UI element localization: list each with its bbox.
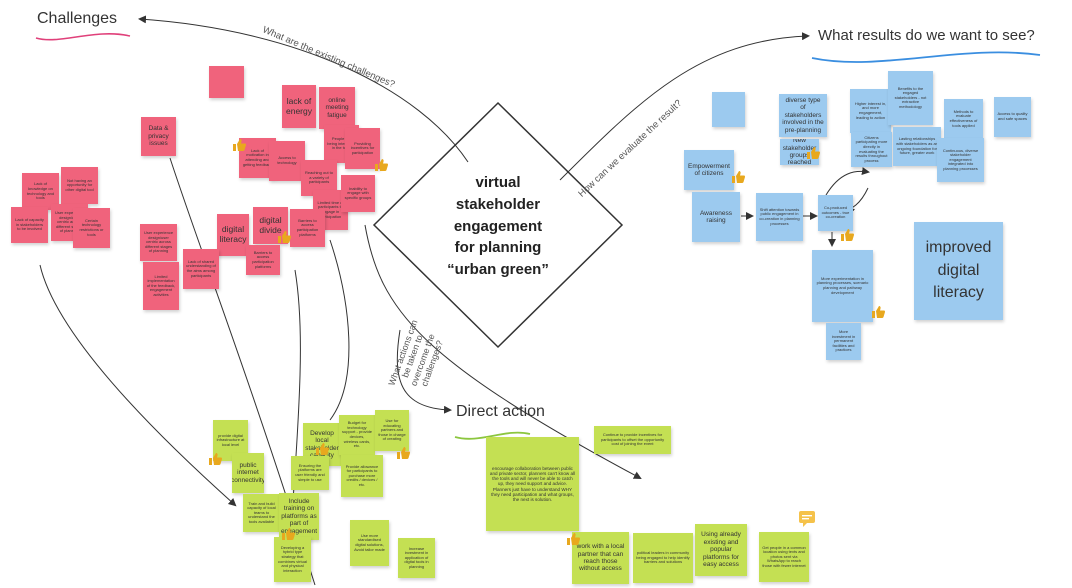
note-allowance[interactable]: Provide allowance for participants to pu… [341, 455, 383, 497]
center-line-2: stakeholder [455, 195, 541, 213]
note-hybrid-strategy[interactable]: Developing a hybrid type strategy that c… [274, 537, 311, 582]
note-improved-literacy[interactable]: improved digital literacy [914, 222, 1003, 320]
center-diamond [372, 101, 624, 349]
note-tech-barriers[interactable]: Barriers to access participation platfor… [290, 209, 325, 247]
note-existing-platforms[interactable]: Using already existing and popular platf… [695, 524, 747, 576]
note-user-friendly[interactable]: Ensuring the platforms are user friendly… [291, 456, 329, 490]
note-experimentation[interactable]: More experimentation in planning process… [812, 250, 873, 322]
center-line-3: engagement [453, 217, 543, 235]
note-data-privacy[interactable]: Data & privacy issues [141, 117, 176, 156]
thumbs-up-icon[interactable] [315, 442, 329, 455]
note-include-training[interactable]: Include training on platforms as part of… [279, 493, 319, 540]
note-quality-spaces[interactable]: Access to quality and safe spaces [994, 97, 1031, 137]
note-educating[interactable]: Use for educating partners and those in … [375, 410, 409, 451]
note-digital-literacy[interactable]: digital literacy [217, 214, 249, 256]
note-lack-knowledge[interactable]: Lack of knowledge on technology and tool… [22, 173, 59, 210]
note-access-technology[interactable]: Access to technology [269, 141, 305, 181]
note-incentives[interactable]: Providing incentives for participation [345, 128, 380, 169]
challenges-underline [35, 33, 131, 41]
center-line-5: “urban green” [447, 261, 549, 278]
connector-loop [825, 167, 870, 196]
note-lack-capacity[interactable]: Lack of capacity in stakeholders to be i… [11, 207, 48, 243]
note-public-internet[interactable]: public internet connectivity [232, 453, 264, 493]
note-higher-interest[interactable]: Higher interest in, and more engagement,… [850, 89, 891, 133]
note-no-opportunity[interactable]: Not having an opportunity for other digi… [61, 167, 98, 204]
thumbs-up-icon[interactable] [374, 158, 388, 171]
results-header[interactable]: What results do we want to see? [818, 27, 1035, 44]
note-specific-groups[interactable]: Inability to engage with specific groups [341, 175, 375, 212]
note-awareness[interactable]: Awareness raising [692, 192, 740, 242]
thumbs-up-icon[interactable] [277, 230, 291, 243]
arrow-to-results [559, 32, 810, 181]
note-digital-divide[interactable]: digital divide [253, 207, 288, 244]
note-empowerment[interactable]: Empowerment of citizens [684, 150, 734, 190]
note-standardised[interactable]: Use more standardised digital solutions,… [350, 520, 389, 566]
note-encourage-collaboration[interactable]: encourage collaboration between public a… [486, 437, 579, 531]
note-investment[interactable]: More investment in permanent facilities … [826, 323, 861, 360]
comment-icon[interactable] [798, 510, 816, 528]
center-line-1: virtual [475, 174, 521, 191]
note-shared-understanding[interactable]: Lack of shared understanding of the aims… [183, 249, 219, 289]
thumbs-up-icon[interactable] [731, 170, 745, 183]
thumbs-up-icon[interactable] [208, 452, 222, 465]
connector-cluster [364, 224, 642, 479]
note-lack-of-energy[interactable]: lack of energy [282, 85, 316, 128]
direct-action-header[interactable]: Direct action [456, 403, 545, 420]
center-topic[interactable]: virtual stakeholder engagement for plann… [420, 172, 576, 281]
note-common-location[interactable]: Get people in a common location using te… [759, 532, 809, 582]
thumbs-up-icon[interactable] [232, 138, 246, 151]
note-barriers-access[interactable]: Barriers to access participation platfor… [246, 245, 280, 275]
blank-note[interactable] [209, 66, 244, 98]
note-continuous-engagement[interactable]: Continuous, diverse stakeholder engageme… [937, 138, 984, 182]
note-political-leaders[interactable]: political leaders in community being eng… [633, 533, 693, 583]
connector-left [39, 264, 237, 507]
note-citizens-evaluating[interactable]: Citizens participating more directly in … [851, 132, 892, 167]
connector-digital-skill [329, 239, 350, 421]
thumbs-up-icon[interactable] [840, 228, 854, 241]
note-evaluate-methods[interactable]: Methods to evaluate effectiveness of too… [944, 99, 983, 139]
note-online-fatigue[interactable]: online meeting fatigue [319, 87, 355, 129]
arrow-to-challenges [138, 15, 469, 163]
note-diverse-stakeholders[interactable]: diverse type of stakeholders involved in… [779, 94, 827, 137]
note-benefits-stakeholders[interactable]: Benefits to the engaged stakeholders - n… [888, 71, 933, 125]
thumbs-up-icon[interactable] [281, 527, 295, 540]
thumbs-up-icon[interactable] [806, 146, 820, 159]
note-lasting-relationships[interactable]: Lasting relationships with stakeholders … [893, 127, 941, 166]
note-continue-incentives[interactable]: Continue to provide incentives for parti… [594, 426, 671, 454]
challenges-header[interactable]: Challenges [37, 10, 118, 27]
note-user-experience[interactable]: User experience design/user centric acro… [140, 224, 177, 261]
thumbs-up-icon[interactable] [566, 532, 580, 545]
note-investment-tools[interactable]: Increase investment in application of di… [398, 538, 435, 578]
note-limited-implementation[interactable]: Limited implementation of the feedback, … [143, 262, 179, 310]
note-train-capacity[interactable]: Train and build capacity of local teams … [243, 494, 280, 532]
note-co-produced[interactable]: Co-produced outcomes - true co-creation [818, 195, 853, 231]
note-tech-restrictions[interactable]: Certain technology restrictions or tools [73, 208, 110, 248]
note-budget-tech[interactable]: Budget for technology support - provide … [339, 415, 375, 455]
thumbs-up-icon[interactable] [396, 446, 410, 459]
note-work-local-partner[interactable]: work with a local partner that can reach… [572, 532, 629, 584]
blank-blue-note[interactable] [712, 92, 745, 127]
center-line-4: for planning [454, 239, 542, 257]
results-underline [811, 51, 1041, 63]
arrow-to-direct-action [396, 329, 452, 414]
direct-action-underline [454, 431, 531, 440]
note-shift-attention[interactable]: Shift attention towards public engagemen… [756, 193, 803, 241]
thumbs-up-icon[interactable] [871, 305, 885, 318]
